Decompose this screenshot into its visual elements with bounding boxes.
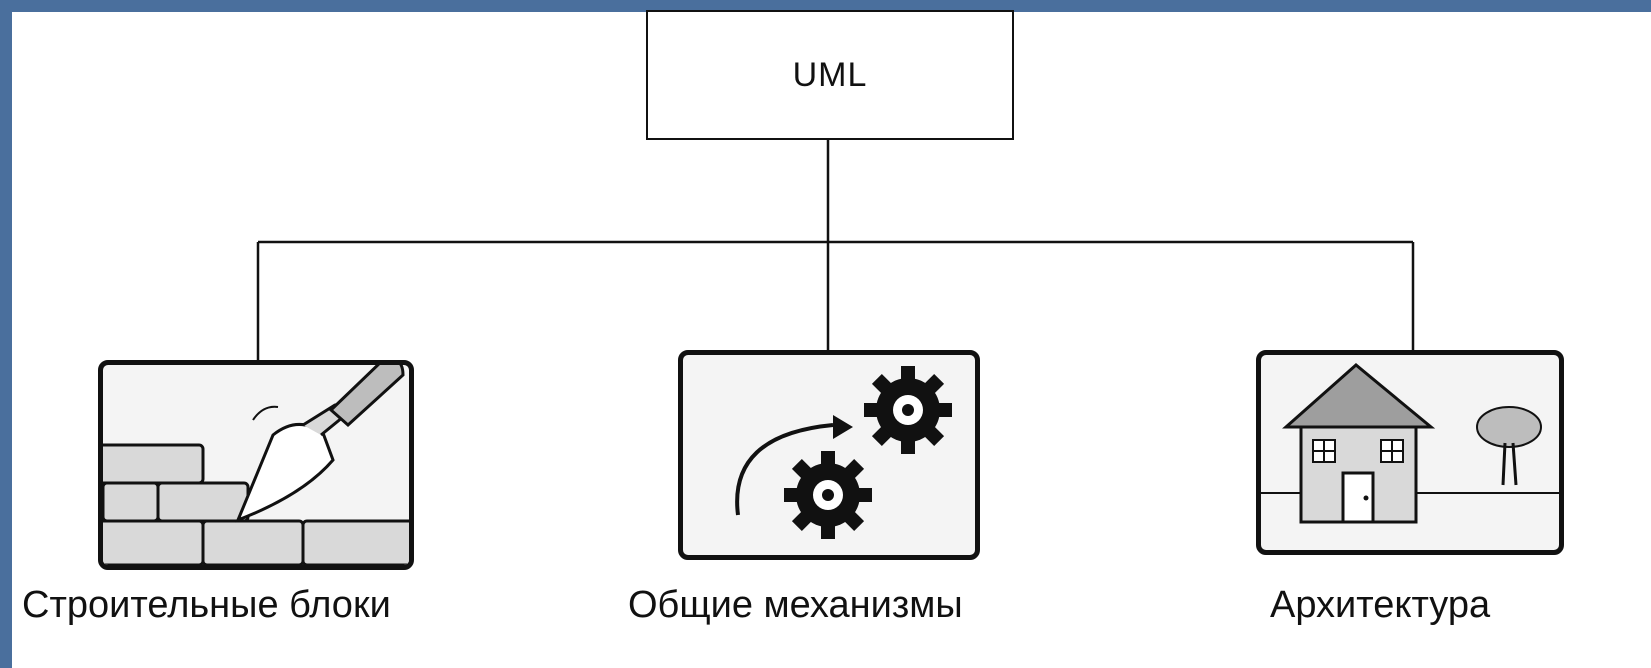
caption-building-blocks: Строительные блоки <box>22 584 391 626</box>
house-icon <box>1256 350 1564 555</box>
caption-common-mechanisms: Общие механизмы <box>628 584 963 626</box>
uml-root-node: UML <box>646 10 1014 140</box>
trowel-bricks-icon <box>98 360 414 570</box>
caption-architecture: Архитектура <box>1270 584 1491 626</box>
root-label: UML <box>792 55 868 94</box>
gears-icon <box>678 350 980 560</box>
